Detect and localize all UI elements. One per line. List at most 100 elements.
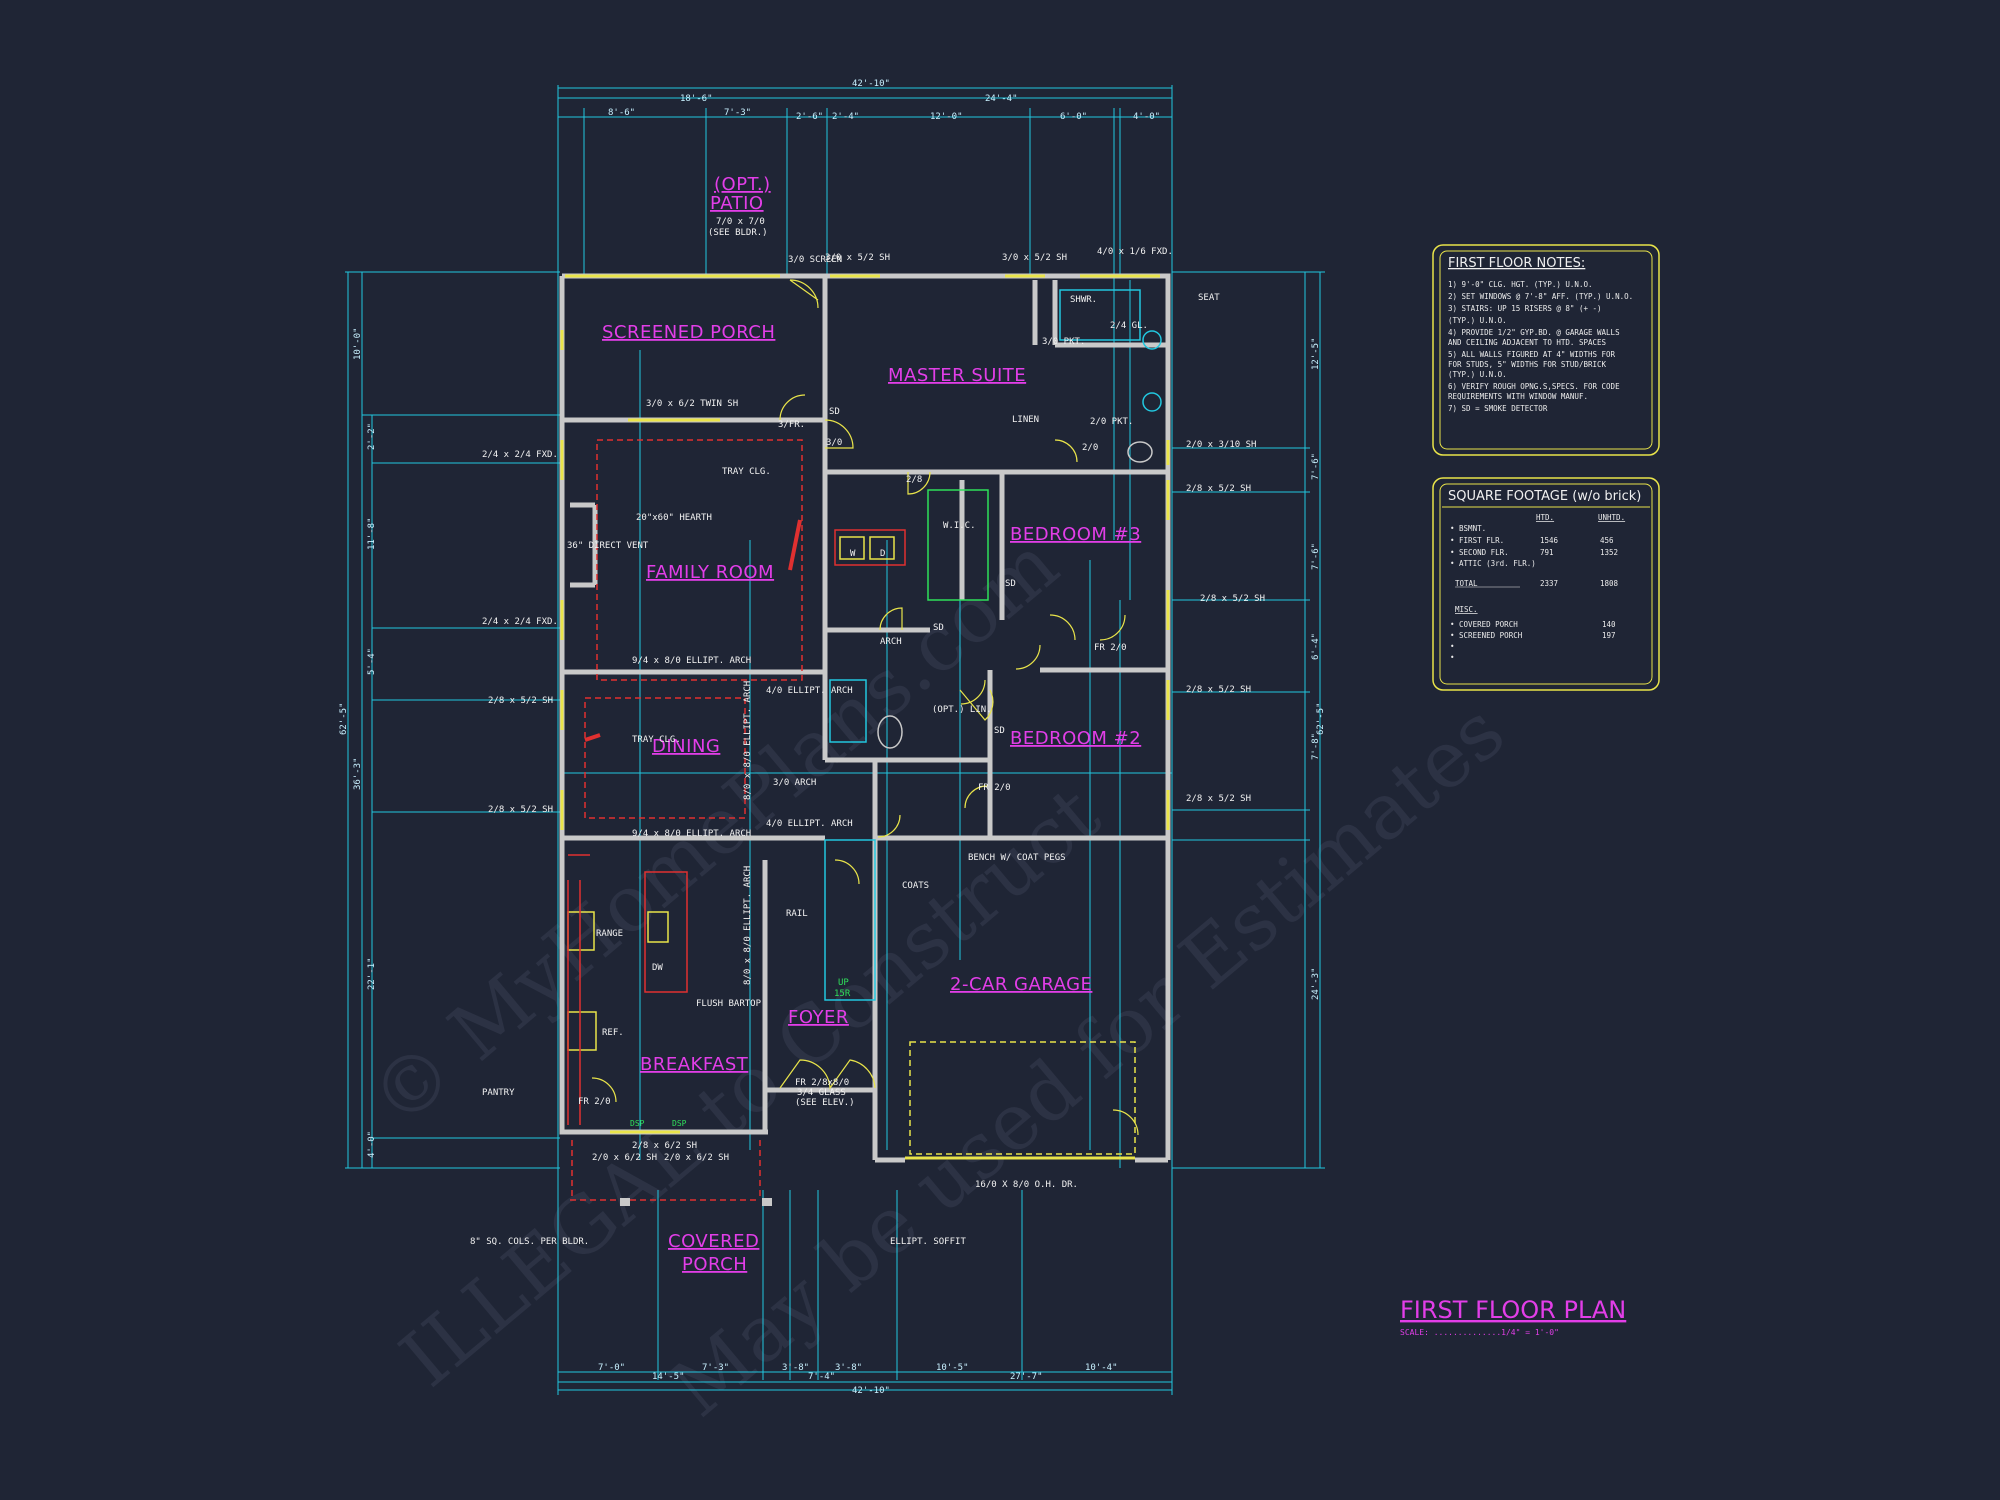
dim-left-family: 11'-8"	[367, 517, 377, 550]
room-label-foyer: FOYER	[788, 1007, 849, 1028]
window-label-1: 3/0 x 5/2 SH	[825, 253, 890, 263]
label-entry-glass: 3/4 GLASS	[797, 1088, 846, 1098]
sqft-second-htd: 791	[1540, 548, 1554, 557]
dim-right-bed3: 7'-6"	[1311, 543, 1321, 570]
room-label-screened-porch: SCREENED PORCH	[602, 322, 775, 343]
window-label-8: 2/8 x 5/2 SH	[488, 696, 553, 706]
sqft-title: SQUARE FOOTAGE (w/o brick)	[1448, 489, 1641, 504]
window-label-16: 2/0 x 6/2 SH	[592, 1153, 657, 1163]
dim-left-overall: 62'-5"	[339, 702, 349, 735]
dim-left-top: 10'-0"	[353, 327, 363, 360]
dim-bottom-c: 3'-8"	[782, 1363, 809, 1373]
label-rail: RAIL	[786, 909, 808, 919]
dim-left-d1: 2'-2"	[367, 423, 377, 450]
note-6: 6) VERIFY ROUGH OPNG.S,SPECS. FOR CODE	[1448, 382, 1620, 391]
note-3b: (TYP.) U.N.O.	[1448, 316, 1507, 325]
label-dsp-2: DSP	[672, 1119, 687, 1128]
room-label-breakfast: BREAKFAST	[640, 1054, 749, 1075]
note-1: 1) 9'-0" CLG. HGT. (TYP.) U.N.O.	[1448, 280, 1593, 289]
sqft-misc-covered-val: 140	[1602, 620, 1616, 629]
door-swings	[591, 279, 1139, 1136]
dim-bottom-overall: 42'-10"	[852, 1386, 890, 1396]
sqft-misc-blank-1: •	[1450, 642, 1455, 651]
dimension-lines	[345, 85, 1325, 1395]
label-door-20: 2/0	[1082, 443, 1098, 453]
label-fr-20-c: FR 2/0	[578, 1097, 611, 1107]
room-label-bedroom-2: BEDROOM #2	[1010, 728, 1141, 749]
label-coats: COATS	[902, 881, 929, 891]
label-linen: LINEN	[1012, 415, 1039, 425]
label-ellipt-arch-4: 4/0 ELLIPT. ARCH	[766, 819, 853, 829]
sqft-misc-screened: • SCREENED PORCH	[1450, 631, 1523, 640]
sqft-row-first: • FIRST FLR.	[1450, 536, 1504, 545]
window-label-7: 2/4 x 2/4 FXD.	[482, 617, 558, 627]
label-columns: 8" SQ. COLS. PER BLDR.	[470, 1237, 589, 1247]
drawing-scale: SCALE: ..............1/4" = 1'-0"	[1400, 1328, 1559, 1337]
label-ellipt-arch-5: 8/0 x 8/0 ELLIPT. ARCH	[743, 681, 753, 800]
patio-size: 7/0 x 7/0	[716, 217, 765, 227]
dim-top-c: 2'-6"	[796, 112, 823, 122]
label-ellipt-arch-1: 9/4 x 8/0 ELLIPT. ARCH	[632, 656, 751, 666]
note-7: 7) SD = SMOKE DETECTOR	[1448, 404, 1548, 413]
label-pantry: PANTRY	[482, 1088, 515, 1098]
room-label-master-suite: MASTER SUITE	[888, 365, 1026, 386]
label-tray-1: TRAY CLG.	[722, 467, 771, 477]
drawing-title: FIRST FLOOR PLAN	[1400, 1296, 1626, 1324]
sqft-total-htd: 2337	[1540, 579, 1558, 588]
dim-top-d: 2'-4"	[832, 112, 859, 122]
room-label-dining: DINING	[652, 736, 720, 757]
label-washer: W	[850, 549, 856, 559]
room-label-porch: PORCH	[682, 1254, 747, 1275]
dim-right-garage: 24'-3"	[1311, 967, 1321, 1000]
dim-right-mid: 7'-6"	[1311, 453, 1321, 480]
patio-note: (SEE BLDR.)	[708, 228, 768, 238]
window-label-13: 2/8 x 5/2 SH	[1186, 685, 1251, 695]
windows	[560, 274, 1170, 1160]
label-ellipt-arch-6: 8/0 x 8/0 ELLIPT. ARCH	[743, 866, 753, 985]
label-entry-door: FR 2/8x8/0	[795, 1078, 849, 1088]
note-5c: (TYP.) U.N.O.	[1448, 370, 1507, 379]
label-tray-2: TRAY CLG.	[632, 735, 681, 745]
dim-bottom-d: 3'-8"	[835, 1363, 862, 1373]
window-label-11: 2/8 x 5/2 SH	[1186, 484, 1251, 494]
sqft-row-basement: • BSMNT.	[1450, 524, 1486, 533]
watermark: © MyHomePlans.com ILLEGAL to Construct M…	[354, 519, 1521, 1434]
room-label-patio: PATIO	[710, 193, 764, 214]
label-dryer: D	[880, 549, 885, 559]
room-label-garage: 2-CAR GARAGE	[950, 974, 1092, 995]
label-door-30: 3/0	[826, 438, 842, 448]
label-opt-linen: (OPT.) LIN.	[932, 705, 992, 715]
dim-top-f: 6'-0"	[1060, 112, 1087, 122]
dim-bottom-b: 7'-3"	[702, 1363, 729, 1373]
label-smoke-detector-4: SD	[994, 726, 1005, 736]
dim-bottom-a: 7'-0"	[598, 1363, 625, 1373]
sqft-first-unhtd: 456	[1600, 536, 1614, 545]
room-labels: (OPT.) PATIO 7/0 x 7/0 (SEE BLDR.) SCREE…	[602, 174, 1141, 1275]
window-label-5: 3/0 x 6/2 TWIN SH	[646, 399, 738, 409]
sqft-col-unhtd: UNHTD.	[1598, 513, 1625, 522]
window-label-2: 3/0 x 5/2 SH	[1002, 253, 1067, 263]
label-fr-20-b: FR 2/0	[978, 783, 1011, 793]
dim-right-bed: 6'-4"	[1311, 633, 1321, 660]
note-6b: REQUIREMENTS WITH WINDOW MANUF.	[1448, 392, 1588, 401]
label-seat: SEAT	[1198, 293, 1220, 303]
label-shower: SHWR.	[1070, 295, 1097, 305]
dim-right-overall: 62'-5"	[1316, 702, 1326, 735]
label-smoke-detector-3: SD	[1005, 579, 1016, 589]
window-label-3: 4/0 x 1/6 FXD.	[1097, 247, 1173, 257]
sqft-misc-screened-val: 197	[1602, 631, 1616, 640]
label-overhead-door: 16/0 X 8/0 O.H. DR.	[975, 1180, 1078, 1190]
sqft-total-unhtd: 1808	[1600, 579, 1619, 588]
note-5: 5) ALL WALLS FIGURED AT 4" WIDTHS FOR	[1448, 350, 1616, 359]
label-glass: 2/4 GL.	[1110, 321, 1148, 331]
dim-bottom-e: 10'-5"	[936, 1363, 969, 1373]
window-label-6: 2/4 x 2/4 FXD.	[482, 450, 558, 460]
dim-top-g: 4'-0"	[1133, 112, 1160, 122]
label-ellipt-arch-3: 4/0 ELLIPT. ARCH	[766, 686, 853, 696]
dim-bottom-g: 14'-5"	[652, 1372, 685, 1382]
dim-left-d2: 4'-0"	[367, 1131, 377, 1158]
sqft-first-htd: 1546	[1540, 536, 1559, 545]
label-door-30fr: 3/FR.	[778, 420, 805, 430]
note-4b: AND CEILING ADJACENT TO HTD. SPACES	[1448, 338, 1607, 347]
